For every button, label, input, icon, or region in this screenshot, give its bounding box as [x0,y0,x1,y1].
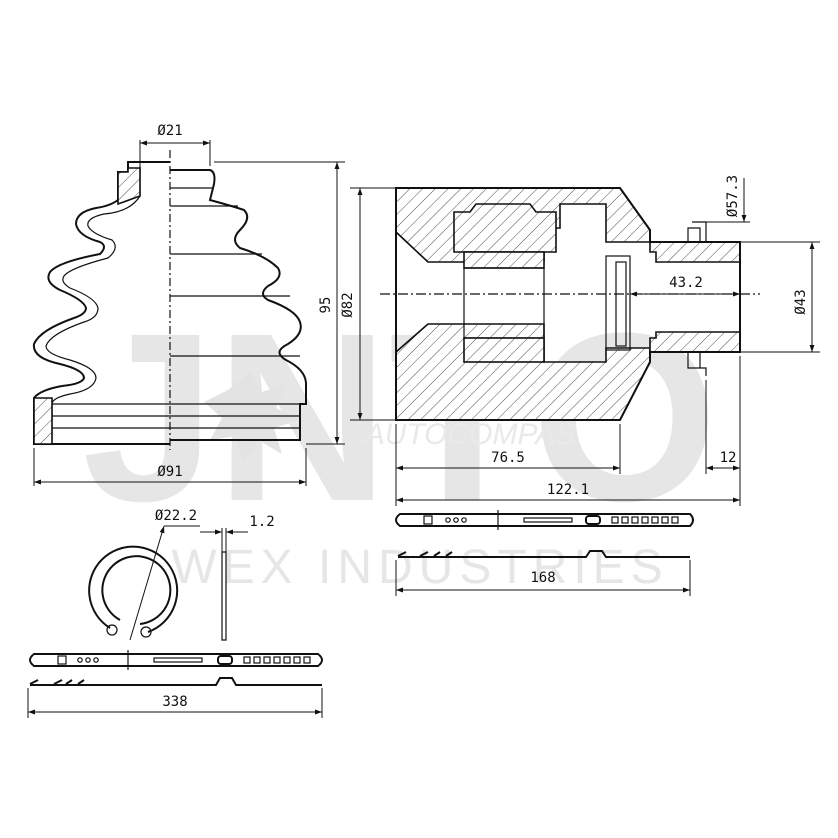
housing-bore-shoulder [605,255,631,351]
watermark: JNTO AUTOCOMPAS WEX INDUSTRIES [82,283,718,594]
watermark-company: WEX INDUSTRIES [171,541,668,594]
dim-bore-depth: 43.2 [669,275,703,291]
stub-clip-top [687,221,707,243]
large-clamp: 338 [27,650,323,718]
dim-small-clamp-length: 168 [530,570,555,586]
watermark-brand: AUTOCOMPAS [363,418,576,451]
housing-dimensions: Ø82 76.5 122.1 Ø57.3 Ø43 43.2 12 [340,175,820,506]
dim-bore-dia: Ø43 [793,289,809,314]
dim-circlip-thickness: 1.2 [249,514,274,530]
cv-boot [32,150,307,450]
tripod-arm-bottom [463,337,545,363]
large-clamp-band-top [29,653,323,667]
dim-boot-top-dia: Ø21 [157,123,182,139]
small-clamp: 168 [395,510,694,596]
dim-housing-length: 122.1 [547,482,589,498]
large-clamp-band-side [29,677,322,686]
small-clamp-band-top [395,513,694,527]
housing-edge-line [395,323,429,353]
circlip-ring [88,545,179,633]
dim-stub-length: 12 [720,450,737,466]
small-clamp-band-side [397,550,690,558]
dim-stub-dia: Ø57.3 [725,175,741,217]
boot-collar-large [33,397,53,445]
boot-right-half [170,169,307,441]
joint-housing [380,187,760,421]
housing-stub-upper [649,241,741,263]
dim-large-clamp-length: 338 [162,694,187,710]
boot-dimensions: Ø21 95 Ø91 [33,123,345,486]
boot-outer-profile [32,161,170,445]
housing-stub-lower [649,331,741,353]
boot-inner-profile [45,166,141,440]
dim-housing-dia: Ø82 [340,292,356,317]
stub-clip-bottom [687,351,707,376]
housing-bore-seal [615,261,627,347]
dim-circlip-dia: Ø22.2 [155,508,197,524]
tripod-arm-top [463,251,545,269]
dim-line-circlip-dia [129,525,165,641]
circlip: Ø22.2 1.2 [88,508,275,641]
dim-housing-depth: 76.5 [491,450,525,466]
boot-collar-small [117,167,141,206]
tripod-roller [453,203,557,253]
housing-edge-line [395,231,429,263]
dim-boot-bottom-dia: Ø91 [157,464,182,480]
circlip-side-view [221,551,227,641]
dim-boot-height: 95 [318,297,334,314]
